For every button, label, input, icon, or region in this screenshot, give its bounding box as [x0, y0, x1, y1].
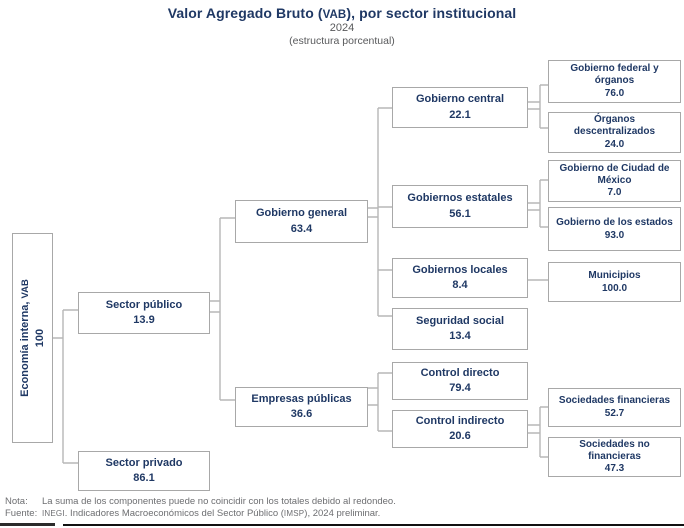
node-gobiernos-estatales: Gobiernos estatales 56.1 [392, 185, 528, 228]
node-seguridad-social: Seguridad social 13.4 [392, 308, 528, 350]
bottom-rule-left [0, 523, 55, 526]
node-value: 76.0 [604, 87, 625, 99]
node-control-indirecto: Control indirecto 20.6 [392, 410, 528, 448]
page-title: Valor Agregado Bruto (VAB), por sector i… [0, 5, 684, 21]
node-label: Gobiernos estatales [407, 192, 513, 205]
node-gobierno-central: Gobierno central 22.1 [392, 87, 528, 128]
node-label: Gobierno central [415, 93, 505, 106]
node-label: Sociedades financieras [558, 395, 671, 407]
footnote-nota: Nota: La suma de los componentes puede no… [5, 496, 396, 507]
nota-label: Nota: [5, 496, 28, 507]
node-label: Gobierno general [255, 207, 348, 220]
subtitle-year: 2024 [329, 22, 355, 34]
bottom-rule-right [63, 524, 684, 526]
node-value: 20.6 [449, 430, 471, 442]
node-label: Gobiernos locales [412, 263, 508, 276]
footnote-fuente: Fuente:INEGI. Indicadores Macroeconómico… [5, 508, 381, 519]
nota-text: La suma de los componentes puede no coin… [42, 496, 396, 507]
node-gobierno-general: Gobierno general 63.4 [235, 200, 368, 243]
node-value: 22.1 [449, 108, 471, 121]
node-gobierno-federal-organos: Gobierno federal y órganos 76.0 [548, 60, 681, 103]
node-value: 100 [33, 328, 46, 348]
node-sector-privado: Sector privado 86.1 [78, 451, 210, 491]
node-economia-interna: Economía interna, VAB 100 [12, 233, 53, 443]
node-sociedades-no-financieras: Sociedades no financieras 47.3 [548, 437, 681, 477]
node-gobierno-estados: Gobierno de los estados 93.0 [548, 207, 681, 251]
node-value: 56.1 [449, 207, 471, 220]
node-label: Órganos descentralizados [573, 114, 656, 138]
node-sociedades-financieras: Sociedades financieras 52.7 [548, 388, 681, 427]
node-value: 63.4 [290, 222, 313, 235]
node-label: Control directo [420, 366, 500, 379]
node-label: Empresas públicas [251, 392, 352, 405]
fuente-inegi: INEGI [42, 509, 65, 518]
subtitle-units: (estructura porcentual) [289, 35, 395, 47]
title-part: Valor Agregado Bruto ( [167, 5, 323, 21]
fuente-label: Fuente: [5, 508, 38, 519]
node-label: Gobierno federal y órganos [570, 63, 659, 87]
node-value: 79.4 [449, 382, 471, 394]
node-value: 7.0 [607, 187, 622, 199]
node-label: Sector público [105, 298, 183, 311]
node-label: Municipios [588, 269, 641, 281]
node-value: 86.1 [133, 472, 155, 484]
acronym-vab: VAB [19, 279, 31, 299]
node-gobiernos-locales: Gobiernos locales 8.4 [392, 258, 528, 298]
node-value: 13.9 [133, 314, 155, 326]
node-label: Gobierno de Ciudad de México [559, 162, 670, 186]
node-value: 47.3 [604, 463, 625, 475]
node-organos-descentralizados: Órganos descentralizados 24.0 [548, 112, 681, 153]
node-empresas-publicas: Empresas públicas 36.6 [235, 387, 368, 427]
node-control-directo: Control directo 79.4 [392, 362, 528, 400]
node-municipios: Municipios 100.0 [548, 262, 681, 302]
fuente-imsp: IMSP [283, 509, 305, 518]
node-value: 24.0 [604, 138, 625, 150]
title-acronym-vab: VAB [322, 9, 347, 21]
node-label: Economía interna, VAB [18, 279, 31, 397]
node-sector-publico: Sector público 13.9 [78, 292, 210, 334]
node-label: Seguridad social [415, 314, 505, 327]
title-part: ), por sector institucional [346, 5, 517, 21]
node-label: Control indirecto [415, 414, 505, 427]
node-value: 36.6 [290, 408, 313, 420]
node-label: Gobierno de los estados [556, 216, 673, 228]
node-gobierno-cdmx: Gobierno de Ciudad de México 7.0 [548, 160, 681, 202]
node-value: 52.7 [604, 408, 625, 419]
node-label: Sector privado [105, 456, 183, 469]
node-value: 8.4 [452, 279, 468, 291]
node-value: 93.0 [604, 229, 625, 241]
rotated-label: Economía interna, VAB 100 [18, 235, 46, 441]
node-value: 100.0 [601, 282, 628, 294]
node-value: 13.4 [449, 330, 471, 342]
node-label: Sociedades no financieras [579, 438, 650, 462]
